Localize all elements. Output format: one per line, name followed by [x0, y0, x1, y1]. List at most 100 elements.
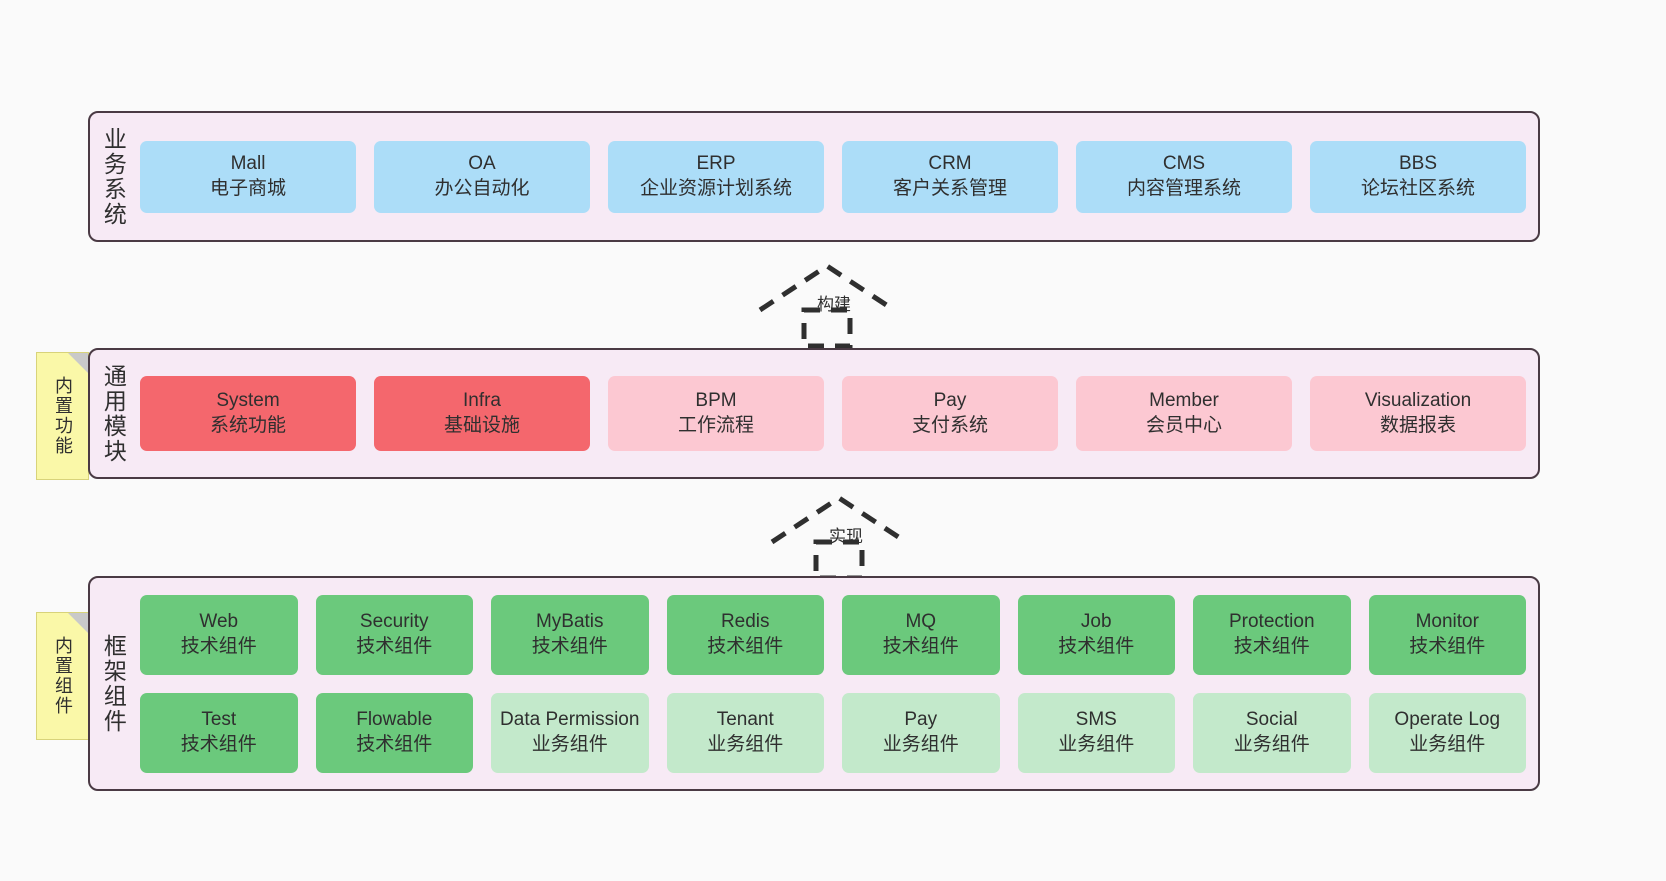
box-title: MyBatis: [535, 610, 604, 632]
box-subtitle: 电子商城: [209, 177, 286, 199]
box-subtitle: 技术组件: [1058, 635, 1135, 657]
note-fold-icon: [68, 613, 88, 633]
box-test[interactable]: Test 技术组件: [140, 692, 298, 773]
box-subtitle: 客户关系管理: [892, 177, 1007, 199]
box-subtitle: 业务组件: [1409, 733, 1486, 755]
box-subtitle: 业务组件: [707, 733, 784, 755]
box-title: CMS: [1162, 152, 1206, 174]
note-fold-icon: [68, 353, 88, 373]
box-subtitle: 论坛社区系统: [1360, 177, 1475, 199]
box-title: Member: [1149, 389, 1219, 411]
box-title: OA: [468, 152, 496, 174]
box-subtitle: 技术组件: [180, 635, 257, 657]
box-subtitle: 业务组件: [1058, 733, 1135, 755]
box-title: SMS: [1075, 708, 1117, 730]
box-title: Operate Log: [1394, 708, 1501, 730]
note-builtin-component[interactable]: 内置组件: [36, 612, 89, 740]
box-job[interactable]: Job 技术组件: [1017, 594, 1175, 675]
box-protection[interactable]: Protection 技术组件: [1193, 594, 1351, 675]
box-title: Infra: [462, 389, 502, 411]
box-infra[interactable]: Infra 基础设施: [374, 376, 590, 451]
layer-business-system[interactable]: 业务系统 Mall 电子商城 OA 办公自动化 ERP 企业资源计划系统 CRM…: [88, 111, 1540, 242]
layer-business-system-label: 业务系统: [100, 126, 127, 227]
layer-framework-component-boxes: Web 技术组件 Security 技术组件 MyBatis 技术组件 Redi…: [136, 578, 1538, 789]
box-subtitle: 业务组件: [882, 733, 959, 755]
box-member[interactable]: Member 会员中心: [1076, 376, 1292, 451]
box-subtitle: 数据报表: [1379, 414, 1456, 436]
layer-common-module-label: 通用模块: [100, 363, 127, 464]
box-subtitle: 技术组件: [882, 635, 959, 657]
connector-build-arrow-icon: [752, 258, 902, 348]
box-title: Web: [199, 610, 239, 632]
box-data-permission[interactable]: Data Permission 业务组件: [491, 692, 649, 773]
box-mq[interactable]: MQ 技术组件: [842, 594, 1000, 675]
box-subtitle: 工作流程: [677, 414, 754, 436]
layer-common-module-boxes: System 系统功能 Infra 基础设施 BPM 工作流程 Pay 支付系统…: [136, 350, 1538, 477]
layer-business-system-boxes: Mall 电子商城 OA 办公自动化 ERP 企业资源计划系统 CRM 客户关系…: [136, 113, 1538, 240]
box-title: Flowable: [356, 708, 433, 730]
box-title: MQ: [905, 610, 937, 632]
box-subtitle: 技术组件: [356, 635, 433, 657]
note-builtin-function[interactable]: 内置功能: [36, 352, 89, 480]
box-cms[interactable]: CMS 内容管理系统: [1076, 140, 1292, 213]
box-redis[interactable]: Redis 技术组件: [666, 594, 824, 675]
box-security[interactable]: Security 技术组件: [315, 594, 473, 675]
box-system[interactable]: System 系统功能: [140, 376, 356, 451]
box-bbs[interactable]: BBS 论坛社区系统: [1310, 140, 1526, 213]
box-title: Social: [1245, 708, 1298, 730]
box-visualization[interactable]: Visualization 数据报表: [1310, 376, 1526, 451]
box-row: Test 技术组件 Flowable 技术组件 Data Permission …: [140, 692, 1526, 773]
box-title: ERP: [696, 152, 736, 174]
box-title: Pay: [933, 389, 967, 411]
box-subtitle: 业务组件: [1233, 733, 1310, 755]
box-tenant[interactable]: Tenant 业务组件: [666, 692, 824, 773]
box-oa[interactable]: OA 办公自动化: [374, 140, 590, 213]
connector-build-label: 构建: [817, 295, 851, 314]
box-mall[interactable]: Mall 电子商城: [140, 140, 356, 213]
box-title: Visualization: [1364, 389, 1472, 411]
box-flowable[interactable]: Flowable 技术组件: [315, 692, 473, 773]
box-sms[interactable]: SMS 业务组件: [1017, 692, 1175, 773]
box-row: System 系统功能 Infra 基础设施 BPM 工作流程 Pay 支付系统…: [140, 376, 1526, 451]
box-title: Monitor: [1415, 610, 1479, 632]
box-title: Pay: [904, 708, 938, 730]
box-title: Protection: [1228, 610, 1315, 632]
box-subtitle: 技术组件: [180, 733, 257, 755]
box-subtitle: 技术组件: [707, 635, 784, 657]
box-crm[interactable]: CRM 客户关系管理: [842, 140, 1058, 213]
box-row: Web 技术组件 Security 技术组件 MyBatis 技术组件 Redi…: [140, 594, 1526, 675]
box-subtitle: 会员中心: [1145, 414, 1222, 436]
box-subtitle: 系统功能: [209, 414, 286, 436]
box-web[interactable]: Web 技术组件: [140, 594, 298, 675]
box-row: Mall 电子商城 OA 办公自动化 ERP 企业资源计划系统 CRM 客户关系…: [140, 140, 1526, 213]
box-title: Mall: [230, 152, 266, 174]
box-subtitle: 企业资源计划系统: [639, 177, 792, 199]
box-mybatis[interactable]: MyBatis 技术组件: [491, 594, 649, 675]
box-bpm[interactable]: BPM 工作流程: [608, 376, 824, 451]
note-label: 内置功能: [52, 376, 73, 456]
box-subtitle: 技术组件: [356, 733, 433, 755]
box-subtitle: 内容管理系统: [1126, 177, 1241, 199]
box-social[interactable]: Social 业务组件: [1193, 692, 1351, 773]
box-pay[interactable]: Pay 支付系统: [842, 376, 1058, 451]
layer-framework-component[interactable]: 框架组件 Web 技术组件 Security 技术组件 MyBatis 技术组件…: [88, 576, 1540, 791]
box-title: Job: [1080, 610, 1112, 632]
box-subtitle: 业务组件: [531, 733, 608, 755]
box-title: CRM: [928, 152, 972, 174]
box-subtitle: 支付系统: [911, 414, 988, 436]
box-subtitle: 技术组件: [1409, 635, 1486, 657]
box-erp[interactable]: ERP 企业资源计划系统: [608, 140, 824, 213]
box-title: System: [216, 389, 280, 411]
layer-framework-component-label: 框架组件: [100, 633, 127, 734]
box-subtitle: 技术组件: [531, 635, 608, 657]
layer-common-module[interactable]: 通用模块 System 系统功能 Infra 基础设施 BPM 工作流程 Pay…: [88, 348, 1540, 479]
box-title: BBS: [1398, 152, 1438, 174]
box-monitor[interactable]: Monitor 技术组件: [1368, 594, 1526, 675]
box-operate-log[interactable]: Operate Log 业务组件: [1368, 692, 1526, 773]
box-title: Test: [201, 708, 237, 730]
box-title: Tenant: [716, 708, 774, 730]
box-subtitle: 基础设施: [443, 414, 520, 436]
box-title: BPM: [695, 389, 737, 411]
box-pay-business[interactable]: Pay 业务组件: [842, 692, 1000, 773]
